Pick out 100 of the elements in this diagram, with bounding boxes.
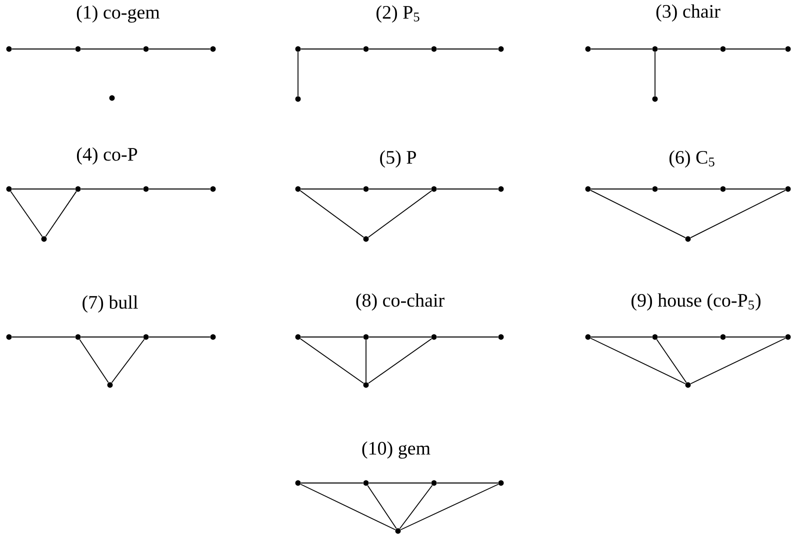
edge — [690, 338, 786, 384]
edge — [590, 190, 686, 238]
edge — [368, 336, 432, 338]
edge — [436, 188, 498, 190]
edge — [368, 482, 432, 484]
vertex — [498, 186, 504, 192]
edge — [726, 48, 786, 50]
vertex — [720, 334, 726, 340]
edge — [148, 336, 210, 338]
graph-title: (4) co-P — [76, 147, 138, 165]
graph-title: (10) gem — [362, 441, 430, 459]
edge — [436, 482, 498, 484]
edge — [300, 338, 364, 384]
vertex — [295, 186, 301, 192]
graph-title: (7) bull — [82, 295, 138, 313]
edge — [399, 484, 433, 530]
edge — [79, 339, 109, 383]
vertex — [109, 95, 115, 101]
vertex — [785, 46, 791, 52]
edge — [300, 190, 364, 238]
edge — [436, 336, 498, 338]
vertex — [585, 46, 591, 52]
vertex — [6, 46, 12, 52]
edge — [726, 188, 786, 190]
edge — [10, 190, 43, 238]
graph-title: (5) P — [380, 150, 416, 168]
graph-title: (8) co-chair — [356, 293, 444, 311]
edge — [658, 188, 720, 190]
vertex — [107, 382, 113, 388]
vertex — [498, 334, 504, 340]
vertex — [6, 334, 12, 340]
vertex — [395, 528, 401, 534]
vertex — [143, 334, 149, 340]
edge — [300, 484, 396, 530]
edge — [368, 48, 432, 50]
edge — [368, 338, 432, 384]
graph-title: (6) C$_{5}$ — [669, 150, 714, 168]
vertex — [363, 46, 369, 52]
edge — [590, 338, 686, 384]
vertex — [363, 334, 369, 340]
vertex — [295, 480, 301, 486]
edge — [300, 482, 364, 484]
graph-title: (9) house (co-P$_{5}$) — [632, 293, 760, 311]
vertex — [75, 186, 81, 192]
graph-title: (3) chair — [656, 4, 720, 22]
vertex — [431, 334, 437, 340]
vertex — [41, 236, 47, 242]
edge — [400, 484, 499, 530]
vertex — [363, 186, 369, 192]
edge — [368, 188, 432, 190]
vertex — [363, 382, 369, 388]
vertex — [295, 334, 301, 340]
edge — [367, 485, 397, 529]
edge — [148, 48, 210, 50]
edge — [45, 190, 77, 237]
edge — [148, 188, 210, 190]
vertex — [685, 382, 691, 388]
vertex — [498, 480, 504, 486]
vertex — [295, 96, 301, 102]
vertex — [720, 46, 726, 52]
vertex — [143, 186, 149, 192]
vertex — [431, 46, 437, 52]
edge — [80, 48, 144, 50]
edge — [658, 48, 720, 50]
vertex — [6, 186, 12, 192]
edge — [590, 188, 652, 190]
vertex — [652, 46, 658, 52]
edge — [590, 336, 652, 338]
graph-title: (1) co-gem — [76, 5, 160, 23]
vertex — [785, 334, 791, 340]
vertex — [585, 186, 591, 192]
vertex — [143, 46, 149, 52]
edge — [80, 188, 144, 190]
edge — [658, 336, 720, 338]
vertex — [652, 96, 658, 102]
edge — [80, 336, 144, 338]
vertex — [210, 46, 216, 52]
vertex — [75, 334, 81, 340]
vertex — [585, 334, 591, 340]
vertex — [431, 480, 437, 486]
edge — [300, 188, 364, 190]
edge — [300, 48, 364, 50]
vertex — [210, 186, 216, 192]
edge — [654, 52, 656, 96]
edge — [590, 48, 652, 50]
vertex — [363, 236, 369, 242]
vertex — [652, 186, 658, 192]
edge — [368, 190, 432, 238]
vertex — [75, 46, 81, 52]
vertex — [210, 334, 216, 340]
vertex — [685, 236, 691, 242]
edge — [726, 336, 786, 338]
graph-title: (2) P$_{5}$ — [376, 5, 420, 23]
vertex — [431, 186, 437, 192]
vertex — [363, 480, 369, 486]
vertex — [720, 186, 726, 192]
edge — [436, 48, 498, 50]
edge — [12, 336, 76, 338]
vertex — [785, 186, 791, 192]
edge — [300, 336, 364, 338]
